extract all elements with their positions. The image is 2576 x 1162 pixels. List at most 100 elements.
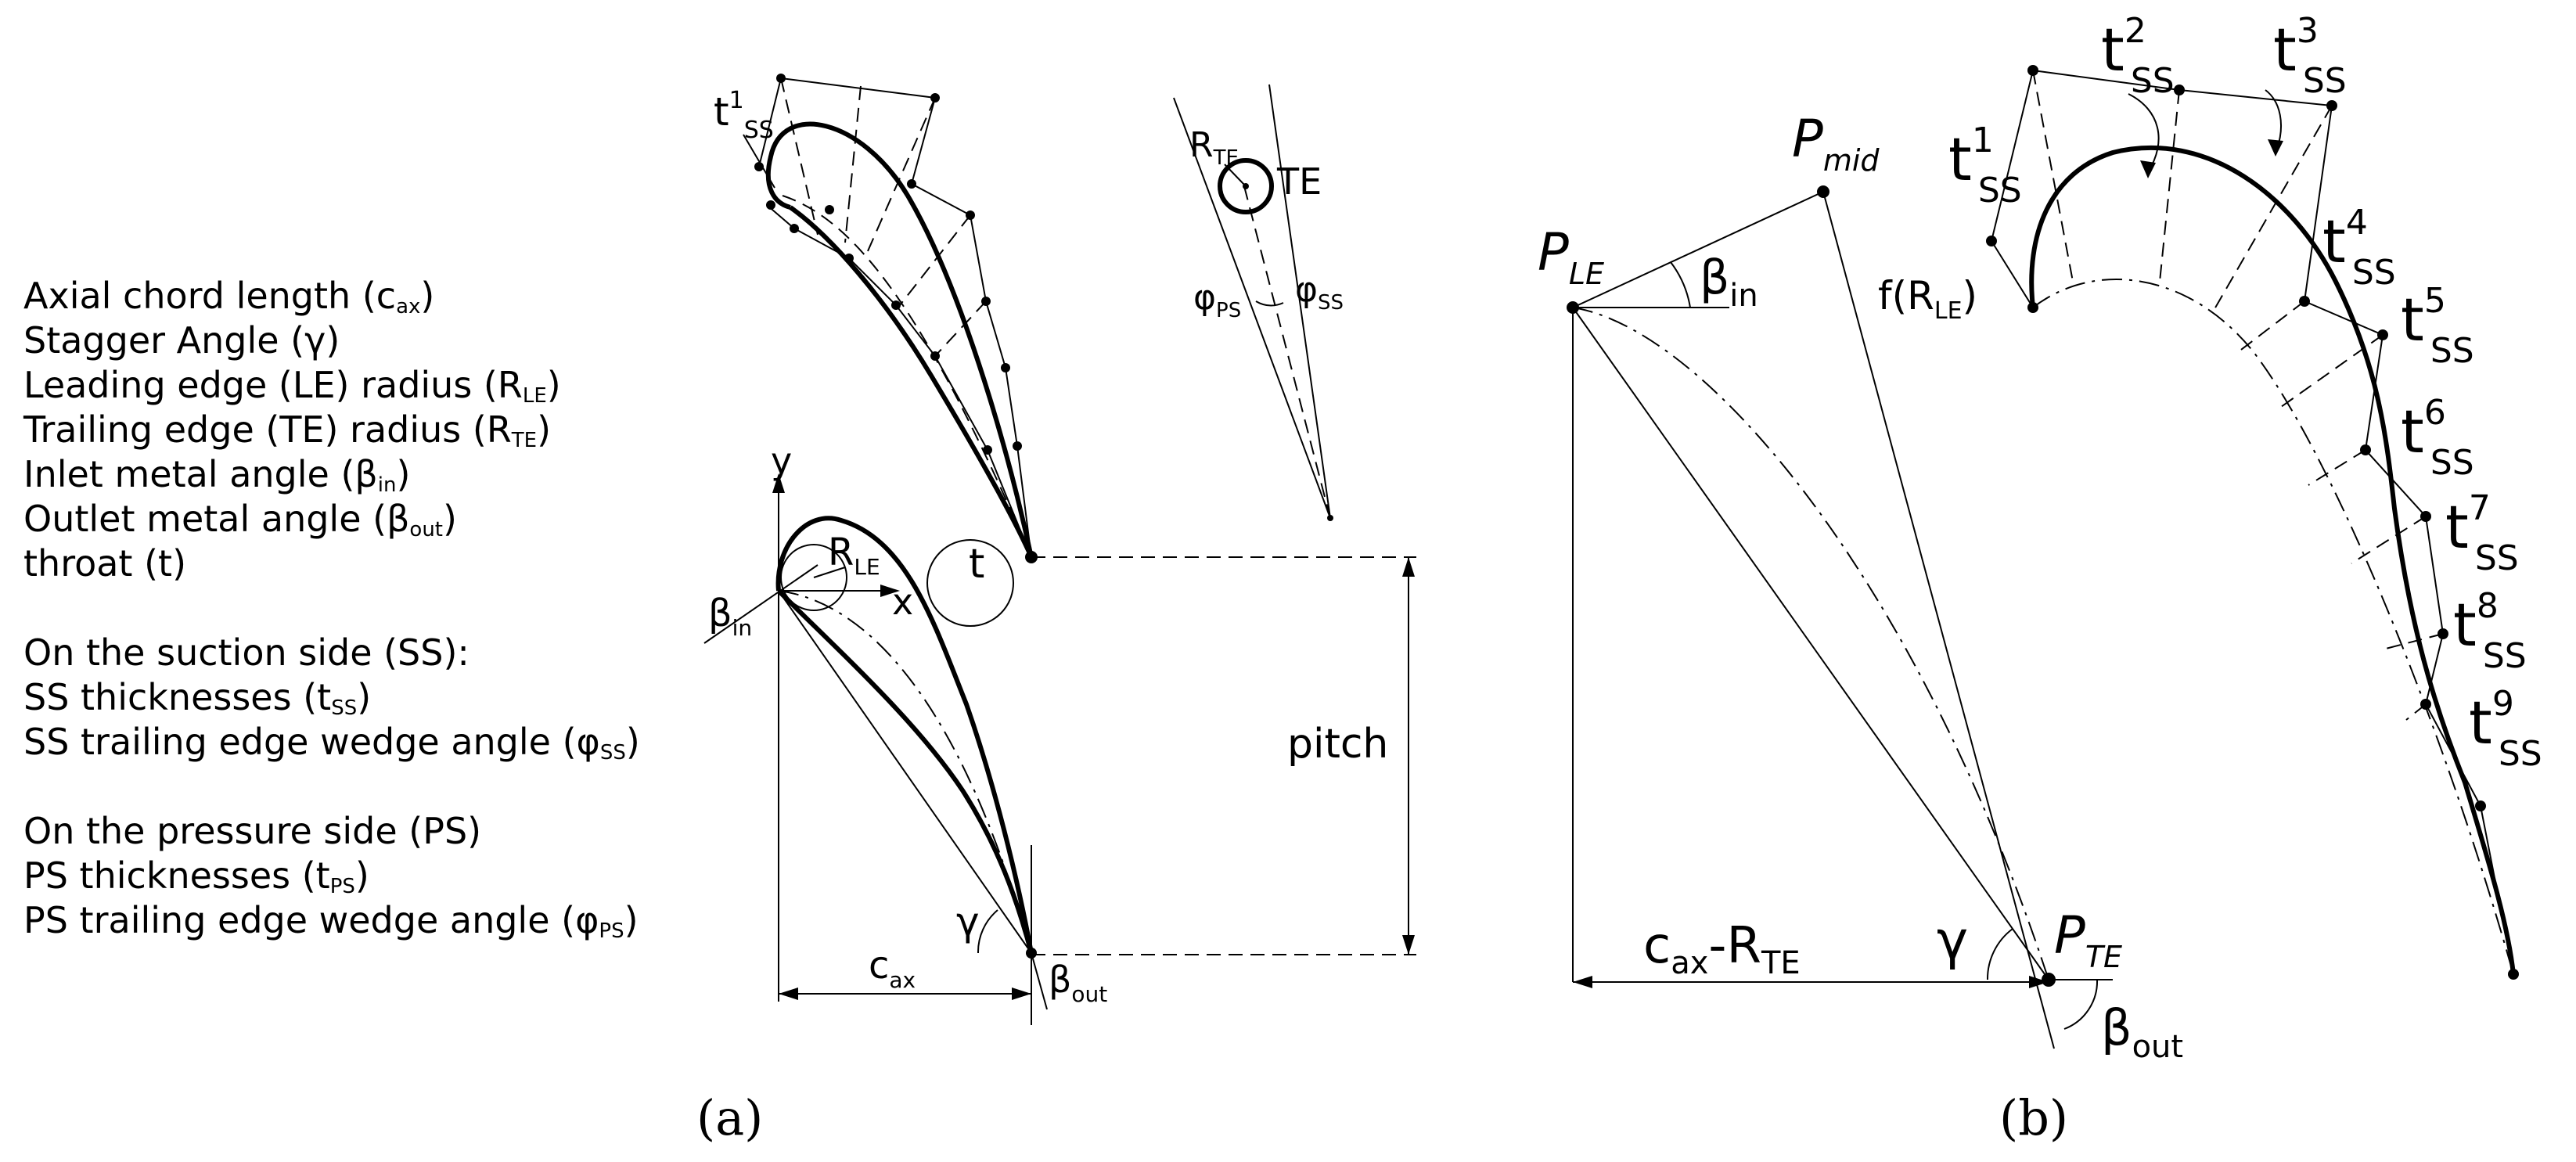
cax-arrow-left	[779, 988, 798, 1000]
t-sup: 4	[2346, 203, 2368, 243]
thickness-tick	[899, 214, 971, 306]
thickness-tick	[844, 85, 862, 243]
control-point	[2299, 296, 2310, 307]
t-sub: SS	[2430, 331, 2474, 371]
control-point	[790, 224, 799, 233]
le-to-te-line	[1572, 307, 2049, 980]
thickness-line	[2214, 105, 2333, 310]
legend-sub: SS	[331, 696, 358, 720]
thickness-tick	[864, 97, 936, 259]
t-sup: 2	[2124, 11, 2146, 51]
outlet-angle-line	[1031, 952, 1048, 1010]
gamma-b-label: γ	[1937, 910, 1968, 972]
t1-leader	[743, 134, 775, 189]
legend-text: Stagger Angle (γ)	[23, 319, 340, 362]
legend-paren: )	[354, 854, 369, 897]
cax-rte-arrow-right	[2029, 976, 2049, 988]
beta-out-b-label: βout	[2101, 999, 2183, 1065]
legend-stagger: Stagger Angle (γ)	[23, 318, 728, 363]
caption-a: (a)	[696, 1089, 763, 1146]
cax-label: cax	[869, 944, 916, 993]
p-le-main: P	[1538, 222, 1569, 282]
t-sub: SS	[2352, 253, 2396, 293]
pitch-dimension: pitch	[1031, 556, 1416, 955]
legend-paren: )	[396, 453, 411, 495]
te-wedge-apex	[1327, 515, 1333, 521]
t-sup: 7	[2469, 488, 2491, 528]
te-center	[1243, 183, 1249, 189]
legend-ss-header: On the suction side (SS):	[23, 631, 728, 675]
pitch-arrow-top	[1402, 557, 1415, 577]
legend-ss-thickness: SS thicknesses (tSS)	[23, 675, 728, 720]
control-point	[2437, 628, 2448, 639]
beta-in-b-main: β	[1700, 250, 1729, 305]
cax-rte-mid: -R	[1708, 917, 1761, 975]
p-le-point	[1567, 301, 1579, 314]
upper-blade: t1SS	[714, 74, 1038, 563]
r-te-sub: TE	[1213, 146, 1239, 170]
legend-ps-header: On the pressure side (PS)	[23, 809, 728, 854]
t-sup: 3	[2297, 11, 2319, 51]
beta-in-main: β	[708, 592, 732, 635]
t-main: t	[1948, 124, 1972, 194]
upper-blade-pressure-side	[789, 205, 1034, 559]
t1-main: t	[714, 89, 729, 135]
legend-paren: )	[624, 899, 639, 941]
upper-blade-control-points	[754, 74, 1038, 563]
lower-blade-camber-line	[778, 590, 1032, 954]
cax-rte-arrow-left	[1573, 976, 1592, 988]
t-sub: SS	[2131, 61, 2175, 101]
legend-paren: )	[443, 498, 457, 540]
legend-paren: )	[420, 275, 435, 317]
gamma-label: γ	[956, 899, 980, 944]
te-detail: RTE TE φPS φSS	[1173, 84, 1344, 521]
f-rle-sub: LE	[1934, 297, 1963, 325]
stagger-arc	[977, 909, 998, 954]
control-point	[2420, 699, 2431, 710]
legend-sub: in	[377, 473, 397, 497]
control-point	[907, 179, 916, 189]
upper-blade-ps-control-polygon	[766, 204, 1032, 558]
r-te-main: R	[1189, 125, 1214, 165]
t-sub: SS	[2303, 61, 2347, 101]
legend-text: SS trailing edge wedge angle (φ	[23, 721, 600, 763]
camber-line-b	[1572, 307, 2049, 980]
t1-sup: 1	[729, 87, 744, 114]
x-axis-arrow	[880, 585, 900, 597]
legend-ps-wedge: PS trailing edge wedge angle (φPS)	[23, 898, 728, 943]
legend-text: throat (t)	[23, 542, 187, 585]
thickness-line	[2382, 633, 2444, 650]
t-sub: SS	[2475, 538, 2519, 578]
t3-arrow-head	[2268, 139, 2283, 156]
f-rle-main: f(R	[1878, 273, 1934, 318]
control-point	[1986, 236, 1997, 246]
throat-label: t	[969, 541, 984, 588]
thickness-line	[2280, 334, 2384, 408]
ss-control-points	[1986, 65, 2519, 980]
control-point	[2027, 65, 2038, 76]
control-point	[2508, 969, 2519, 980]
control-point	[776, 74, 786, 83]
control-point	[891, 300, 901, 310]
te-wedge-ps-line	[1173, 97, 1331, 519]
legend-text: SS thicknesses (t	[23, 676, 332, 718]
inlet-angle-line	[703, 564, 818, 644]
t-sup: 5	[2424, 281, 2446, 321]
p-mid-sub: mid	[1823, 143, 1880, 178]
legend-paren: )	[537, 408, 552, 451]
legend-text: On the suction side (SS):	[23, 631, 470, 674]
phi-ss-main: φ	[1295, 270, 1318, 310]
cax-arrow-right	[1012, 988, 1031, 1000]
thickness-tick	[780, 77, 818, 236]
legend-text: Outlet metal angle (β	[23, 498, 410, 540]
le-radius-line	[813, 567, 846, 578]
t-sup: 1	[1972, 121, 1994, 160]
stagger-line	[778, 590, 1032, 954]
t1-ss-label: t1SS	[714, 87, 774, 144]
ss-thickness-lines	[2032, 70, 2444, 721]
